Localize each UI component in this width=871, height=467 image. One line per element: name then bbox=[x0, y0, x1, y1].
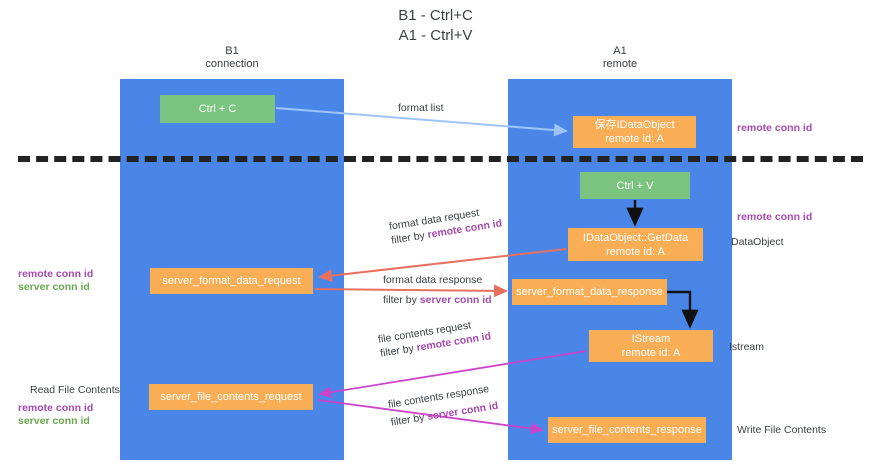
node-server-format-data-response[interactable]: server_format_data_response bbox=[512, 279, 667, 305]
arrow-format-data-response bbox=[314, 284, 508, 298]
node-idataobject[interactable]: 保存IDataObject remote id: A bbox=[573, 116, 696, 148]
node-ctrl-c[interactable]: Ctrl + C bbox=[160, 95, 275, 123]
arrow-format-list bbox=[275, 107, 568, 137]
annotation-left-conn-ids-top: remote conn id server conn id bbox=[18, 268, 93, 294]
annotation-server-conn-id-left: server conn id bbox=[18, 281, 90, 293]
edge-label-line1: format data response bbox=[383, 274, 483, 286]
annotation-remote-conn-id-left-2: remote conn id bbox=[18, 402, 94, 414]
arrow-file-contents-response bbox=[317, 399, 544, 435]
edge-label-format-data-response: format data response filter by server co… bbox=[383, 273, 492, 307]
filter-id: server conn id bbox=[419, 294, 492, 306]
node-server-file-contents-response[interactable]: server_file_contents_response bbox=[548, 417, 706, 443]
page-title: B1 - Ctrl+C A1 - Ctrl+V bbox=[398, 7, 473, 44]
node-server-format-data-request[interactable]: server_format_data_request bbox=[150, 268, 313, 294]
lane-header-a1: A1 remote bbox=[602, 45, 638, 70]
arrow-file-contents-request bbox=[318, 350, 587, 398]
annotation-write-file-contents: Write File Contents bbox=[737, 424, 827, 436]
annotation-remote-conn-id-mid: remote conn id bbox=[737, 211, 813, 223]
node-istream[interactable]: IStream remote id: A bbox=[589, 330, 713, 362]
annotation-istream: Istream bbox=[729, 341, 765, 353]
annotation-server-conn-id-left-2: server conn id bbox=[18, 415, 90, 427]
node-server-file-contents-request[interactable]: server_file_contents_request bbox=[149, 384, 313, 410]
arrow-response-istream bbox=[667, 290, 699, 329]
annotation-read-file-contents: Read File Contents bbox=[30, 384, 120, 396]
arrow-format-data-request bbox=[318, 248, 567, 283]
filter-prefix: filter by bbox=[383, 294, 420, 306]
annotation-remote-conn-id-left: remote conn id bbox=[18, 268, 94, 280]
annotation-remote-conn-id-top: remote conn id bbox=[737, 122, 813, 134]
phase-divider bbox=[18, 156, 863, 162]
lane-header-b1: B1 connection bbox=[205, 45, 259, 70]
annotation-dataobject: DataObject bbox=[731, 236, 784, 248]
annotation-left-conn-ids-bottom: remote conn id server conn id bbox=[18, 402, 93, 428]
edge-label-format-list: format list bbox=[398, 102, 444, 114]
node-ctrl-v[interactable]: Ctrl + V bbox=[580, 172, 690, 199]
node-idataobject-getdata[interactable]: IDataObject::GetData remote id: A bbox=[568, 228, 703, 261]
edge-label-line2: filter by server conn id bbox=[383, 293, 492, 307]
